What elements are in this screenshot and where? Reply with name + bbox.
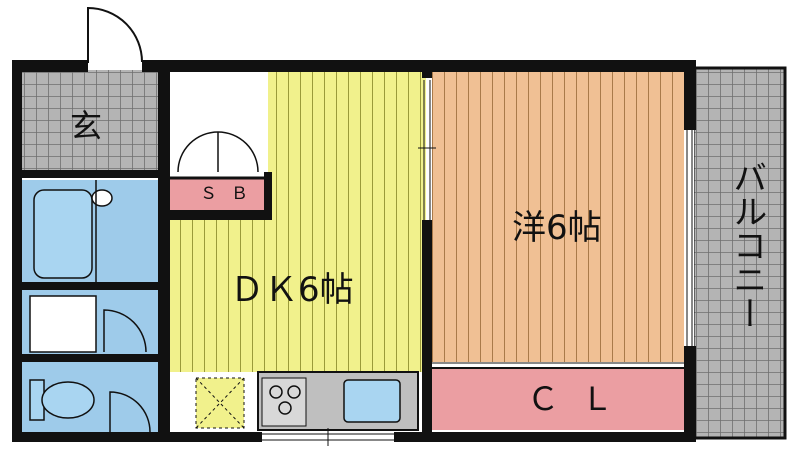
closet-label: ＣＬ: [527, 380, 636, 418]
entry-door: [87, 6, 143, 69]
entrance-label: 玄: [70, 107, 103, 145]
storage-box: [170, 178, 268, 210]
balcony-label: バルコニー: [726, 160, 767, 330]
dining-kitchen-label: ＤＫ6帖: [230, 270, 354, 310]
washbasin: [91, 189, 113, 207]
fridge-space: [195, 377, 245, 429]
bathtub: [33, 189, 93, 279]
storage-box-label: ＳＢ: [200, 184, 262, 204]
western-room-floor: [432, 72, 684, 362]
entrance-floor: [22, 70, 164, 170]
sink: [343, 379, 401, 423]
balcony-floor: [693, 68, 785, 438]
washing-machine-pan: [29, 295, 97, 353]
toilet-bowl: [41, 381, 95, 419]
western-room-label: 洋6帖: [512, 208, 602, 248]
closet-fill: [432, 368, 684, 430]
storage-doors: [177, 131, 259, 173]
